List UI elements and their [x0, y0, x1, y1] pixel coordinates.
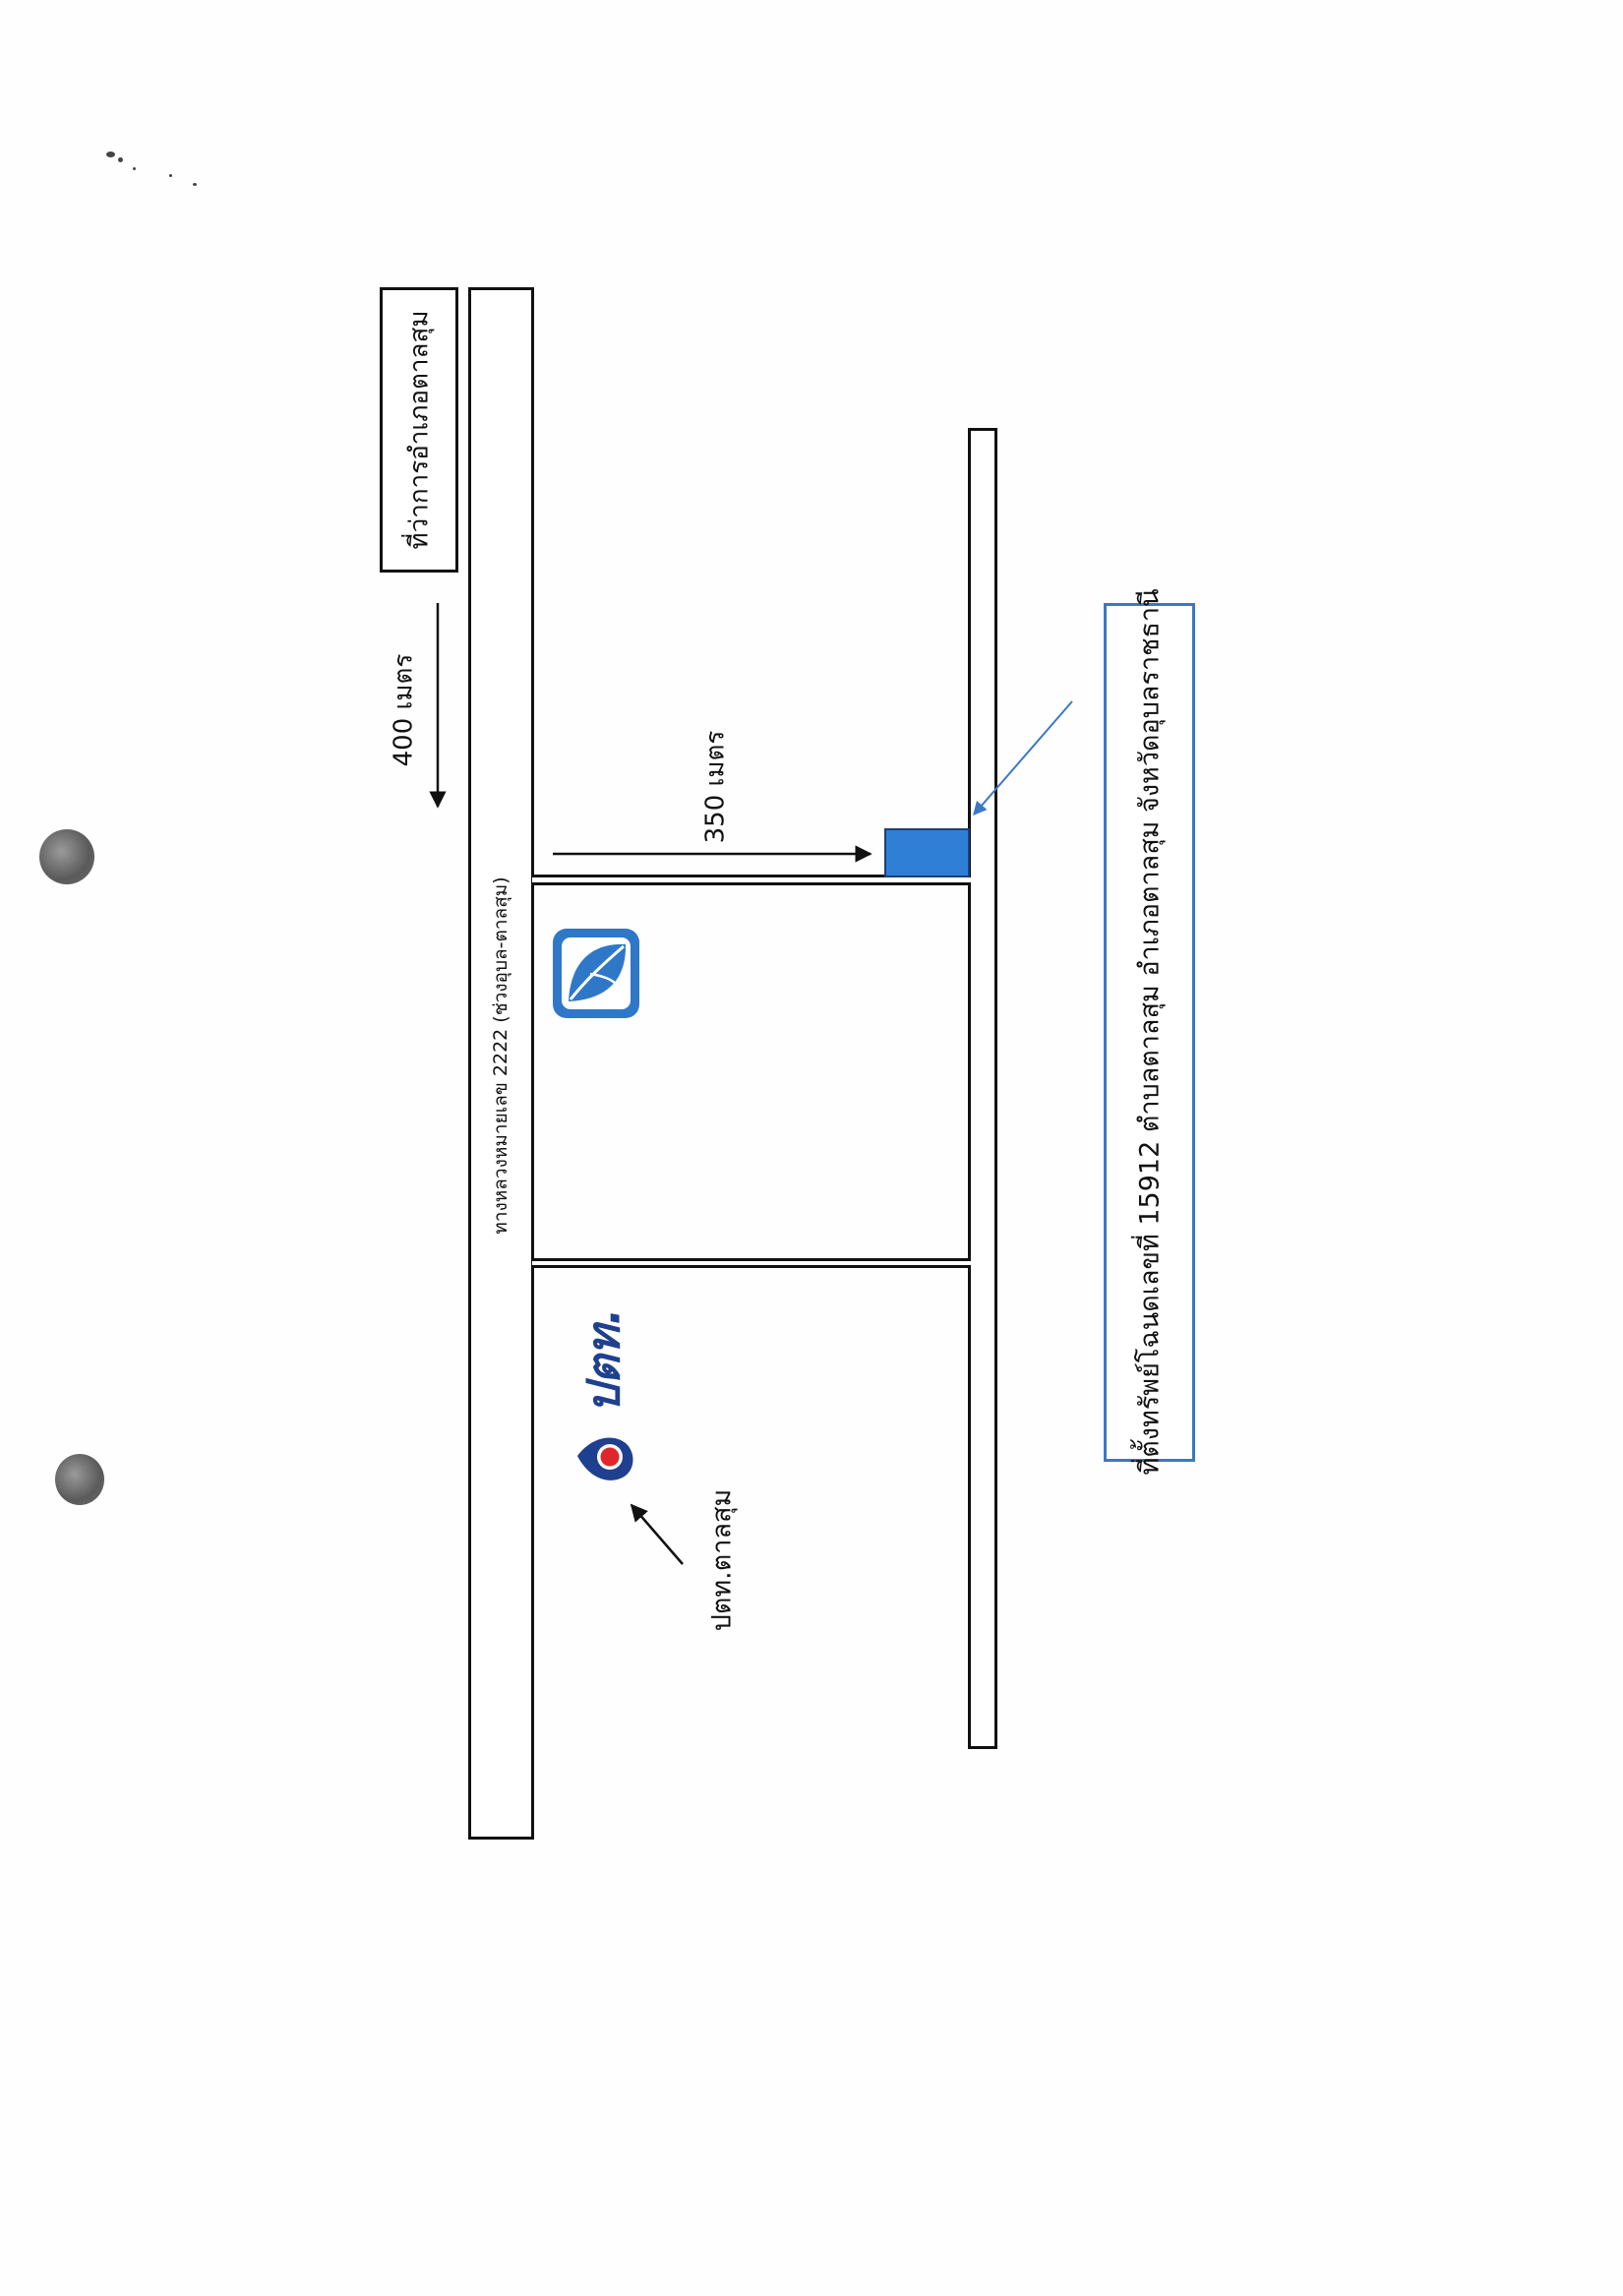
punch-hole-bottom	[55, 1454, 104, 1505]
scan-speck	[106, 151, 115, 157]
punch-hole-top	[39, 829, 94, 884]
district-office-box	[380, 287, 458, 573]
connector-road-top	[532, 875, 971, 885]
scan-speck	[118, 157, 123, 162]
property-block	[884, 828, 970, 877]
scan-speck	[169, 174, 172, 177]
scan-speck	[133, 167, 136, 170]
ptt-flame-logo-icon	[577, 1437, 633, 1480]
callout-arrow	[973, 700, 1073, 816]
property-block-fill	[886, 830, 968, 876]
arrow-gas-station	[630, 1503, 684, 1565]
bangchak-leaf-logo-icon	[553, 929, 639, 1018]
connector-road-bottom	[532, 1258, 971, 1268]
scan-speck	[193, 183, 197, 186]
property-callout-box	[1104, 603, 1195, 1462]
highway-2222-road	[468, 287, 534, 1840]
side-road	[968, 428, 997, 1749]
